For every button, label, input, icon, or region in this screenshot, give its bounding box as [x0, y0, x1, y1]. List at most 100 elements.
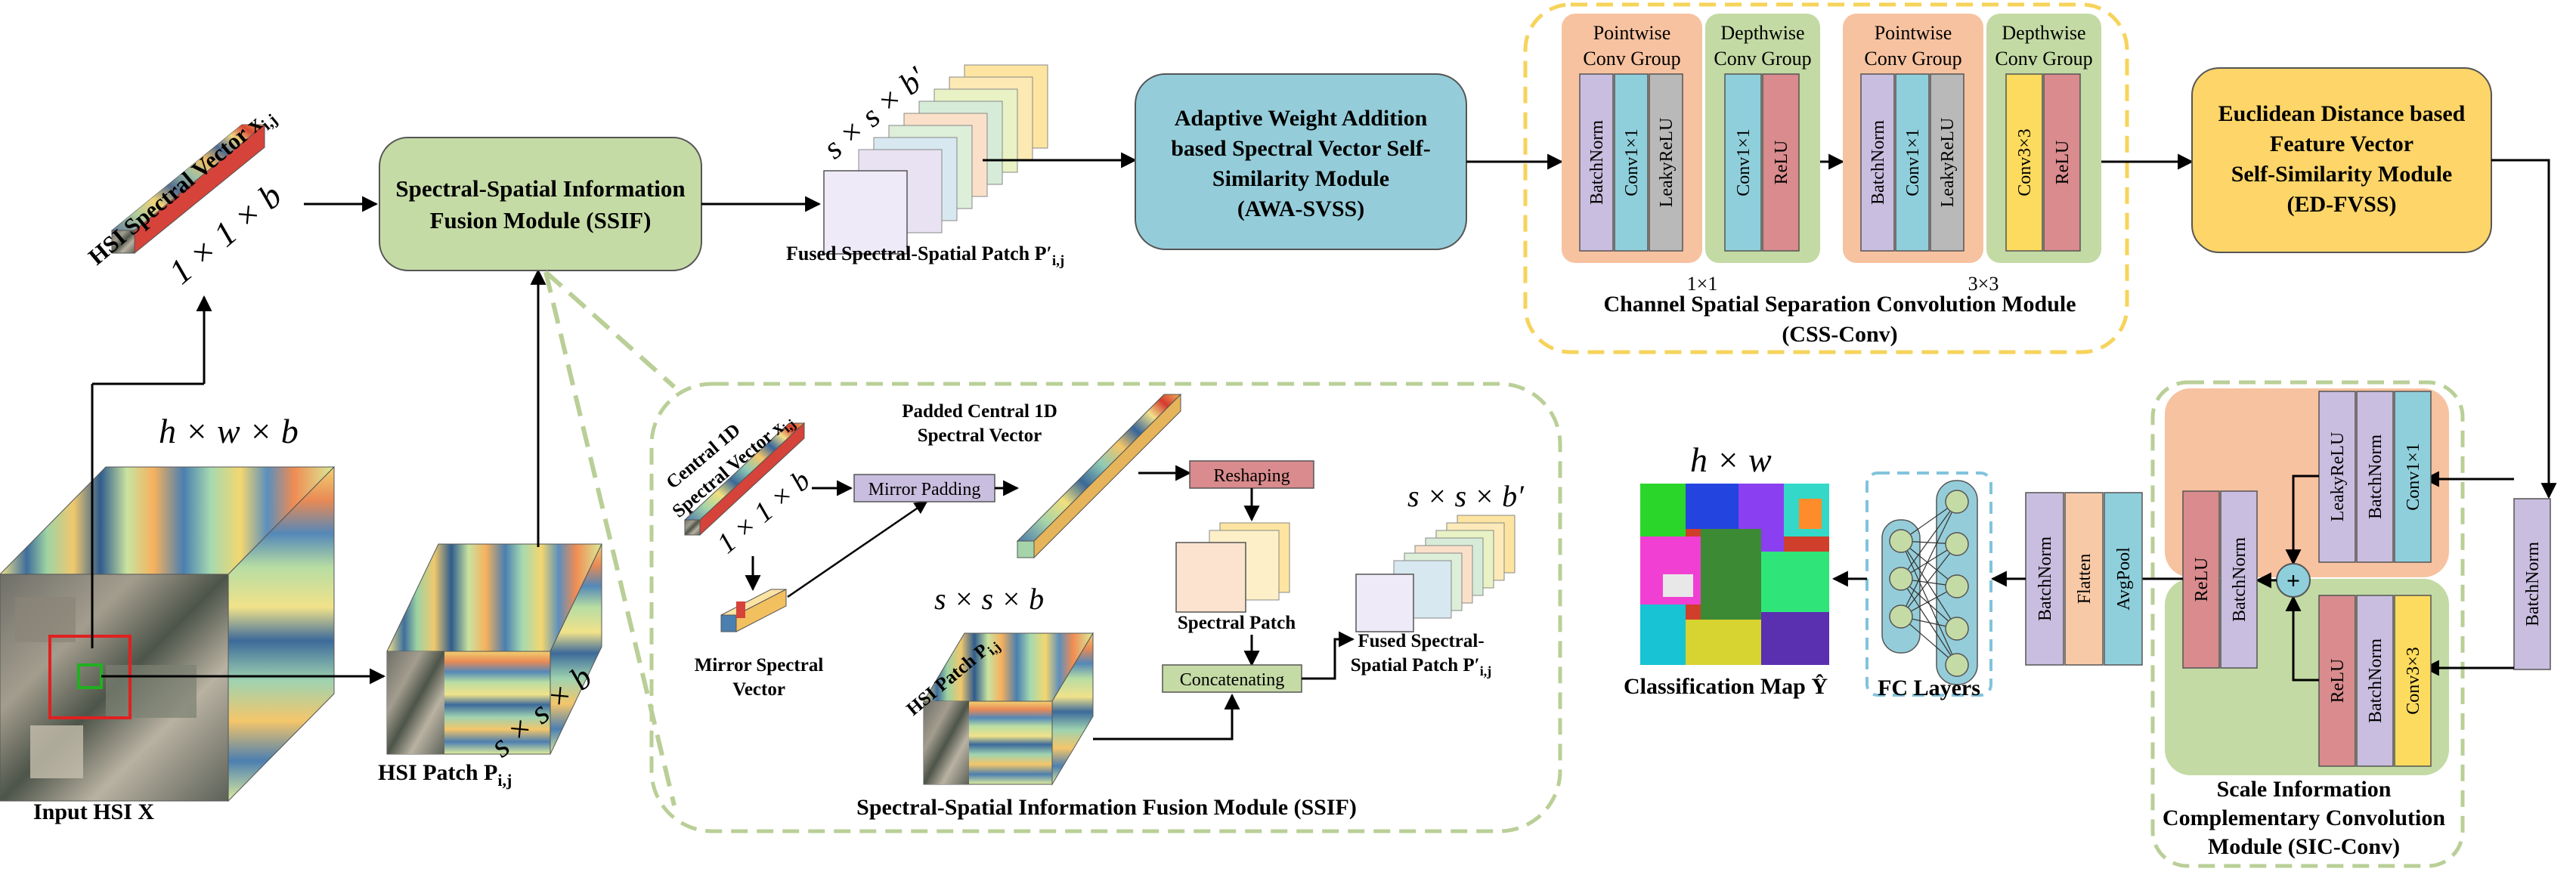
head-flatten-label: Flatten [2075, 554, 2095, 604]
sic-lower-relu-label: ReLU [2328, 659, 2348, 703]
hsi-patch-cube [386, 543, 602, 755]
sic-title-line2: Complementary Convolution [2163, 805, 2445, 830]
g3-conv [1895, 73, 1930, 252]
upper-to-plus-arrow [2285, 475, 2319, 566]
g2-conv [1724, 73, 1762, 252]
concatenating-box [1162, 664, 1302, 693]
ed-fvss-box [2191, 67, 2492, 253]
sic-title-line3: Module (SIC-Conv) [2208, 834, 2400, 859]
callout-line-bottom [543, 271, 677, 806]
ed-down-line [2491, 159, 2550, 478]
detail-central-vector [683, 422, 806, 536]
concat-to-fused-arrow [1302, 631, 1355, 680]
class-map-dims: h × w [1690, 441, 1772, 479]
g4-label-relu: ReLU [2053, 141, 2073, 185]
g1-label-conv: Conv1×1 [1622, 128, 1642, 196]
group4-title-line1: Depthwise [2002, 22, 2085, 44]
css-conv-title-line2: (CSS-Conv) [1782, 322, 1897, 347]
ssif-line1: Spectral-Spatial Information [395, 175, 685, 202]
group3-title-line2: Conv Group [1864, 48, 1961, 70]
g3-batchnorm [1860, 73, 1895, 252]
g1-leaky [1649, 73, 1683, 252]
g2-relu [1762, 73, 1800, 252]
sic-lower-batchnorm [2356, 595, 2394, 767]
detail-fused-label-1: Fused Spectral- [1358, 631, 1484, 651]
spectral-patch-stack [1175, 522, 1290, 613]
input-caption: Input HSI X [33, 799, 154, 824]
group4-title-line2: Conv Group [1995, 48, 2092, 70]
awa-line1: Adaptive Weight Addition [1175, 106, 1428, 131]
group3-title-line1: Pointwise [1875, 22, 1952, 44]
fc-caption: FC Layers [1878, 676, 1980, 700]
awa-svss-box [1135, 73, 1467, 250]
ssif-line2: Fusion Module (SSIF) [430, 207, 652, 233]
sic-upper-conv-label: Conv1×1 [2404, 443, 2423, 511]
sic-upper-leaky-label: LeakyReLU [2328, 432, 2348, 522]
ed-line3: Self-Similarity Module [2231, 162, 2452, 187]
reshaping-box [1189, 460, 1314, 489]
group1-title-line2: Conv Group [1583, 48, 1680, 70]
sic-merge-relu-label: ReLU [2192, 558, 2212, 602]
input-cube-dims: h × w × b [159, 412, 299, 450]
head-avgpool [2104, 492, 2143, 666]
head-batchnorm-label: BatchNorm [2036, 536, 2055, 621]
sic-title-line1: Scale Information [2217, 777, 2392, 802]
hsi-patch-caption: HSI Patch Pi,j [378, 760, 512, 790]
fused-patch-stack [823, 64, 1048, 255]
sic-side-batchnorm-label: BatchNorm [2523, 542, 2543, 626]
padded-label-line1: Padded Central 1D [902, 401, 1057, 422]
kernel-3x3-label: 3×3 [1968, 273, 1999, 295]
class-map-caption: Classification Map Ŷ [1624, 674, 1828, 699]
kernel-1x1-label: 1×1 [1687, 273, 1718, 295]
fc-dashed-border [1865, 472, 1992, 697]
awa-line3: Similarity Module [1212, 166, 1389, 191]
classification-map [1640, 484, 1829, 665]
detail-hsi-patch-dims: s × s × b [934, 582, 1044, 616]
sic-merge-batchnorm [2220, 490, 2258, 669]
reshaping-label: Reshaping [1213, 466, 1290, 486]
g2-label-conv: Conv1×1 [1734, 128, 1754, 196]
sic-conv-dashed-border [2150, 380, 2465, 868]
detail-fused-stack [1355, 515, 1516, 632]
ssif-detail-border [649, 382, 1562, 833]
sic-lower-conv3 [2394, 595, 2432, 767]
awa-line2: based Spectral Vector Self- [1171, 136, 1431, 161]
spectral-patch-label: Spectral Patch [1178, 613, 1296, 633]
css-conv-title-line1: Channel Spatial Separation Convolution M… [1603, 292, 2076, 317]
g3-label-batchnorm: BatchNorm [1869, 120, 1888, 205]
callout-line-top [544, 270, 676, 389]
plus-symbol: + [2287, 567, 2300, 594]
g4-conv3 [2005, 73, 2043, 252]
hsi-spectral-vector [110, 123, 266, 255]
ssif-box [379, 137, 702, 271]
group2-title-line2: Conv Group [1714, 48, 1811, 70]
sic-upper-batchnorm-label: BatchNorm [2366, 434, 2386, 519]
g1-label-batchnorm: BatchNorm [1587, 120, 1607, 205]
g4-label-conv3: Conv3×3 [2015, 128, 2035, 196]
sic-lower-batchnorm-label: BatchNorm [2366, 638, 2386, 723]
css-conv-dashed-border [1523, 2, 2129, 354]
mirror-vector-label-1: Mirror Spectral [695, 655, 824, 676]
group2-title-line1: Depthwise [1720, 22, 1804, 44]
g3-label-leaky: LeakyReLU [1938, 118, 1958, 208]
lower-to-plus-arrow [2285, 595, 2319, 682]
sic-upper-leaky [2318, 391, 2356, 563]
awa-line4: (AWA-SVSS) [1237, 196, 1364, 221]
g4-relu [2043, 73, 2081, 252]
head-avgpool-label: AvgPool [2114, 547, 2134, 611]
sic-lower-conv3-label: Conv3×3 [2404, 647, 2423, 715]
group1-title-line1: Pointwise [1593, 22, 1671, 44]
g2-label-relu: ReLU [1772, 141, 1791, 185]
mirror-vector-to-padding-arrow [787, 500, 928, 598]
ed-line2: Feature Vector [2270, 131, 2413, 156]
detail-fused-dims: s × s × b′ [1407, 479, 1525, 513]
sic-side-batchnorm [2513, 498, 2551, 670]
g1-batchnorm [1579, 73, 1614, 252]
sic-upper-batchnorm [2356, 391, 2394, 563]
g1-label-leaky: LeakyReLU [1657, 118, 1677, 208]
fused-patch-caption: Fused Spectral-Spatial Patch P′i,j [786, 243, 1064, 269]
mirror-spectral-vector [720, 589, 787, 632]
sic-merge-batchnorm-label: BatchNorm [2230, 537, 2249, 622]
sic-merge-relu [2182, 490, 2220, 669]
